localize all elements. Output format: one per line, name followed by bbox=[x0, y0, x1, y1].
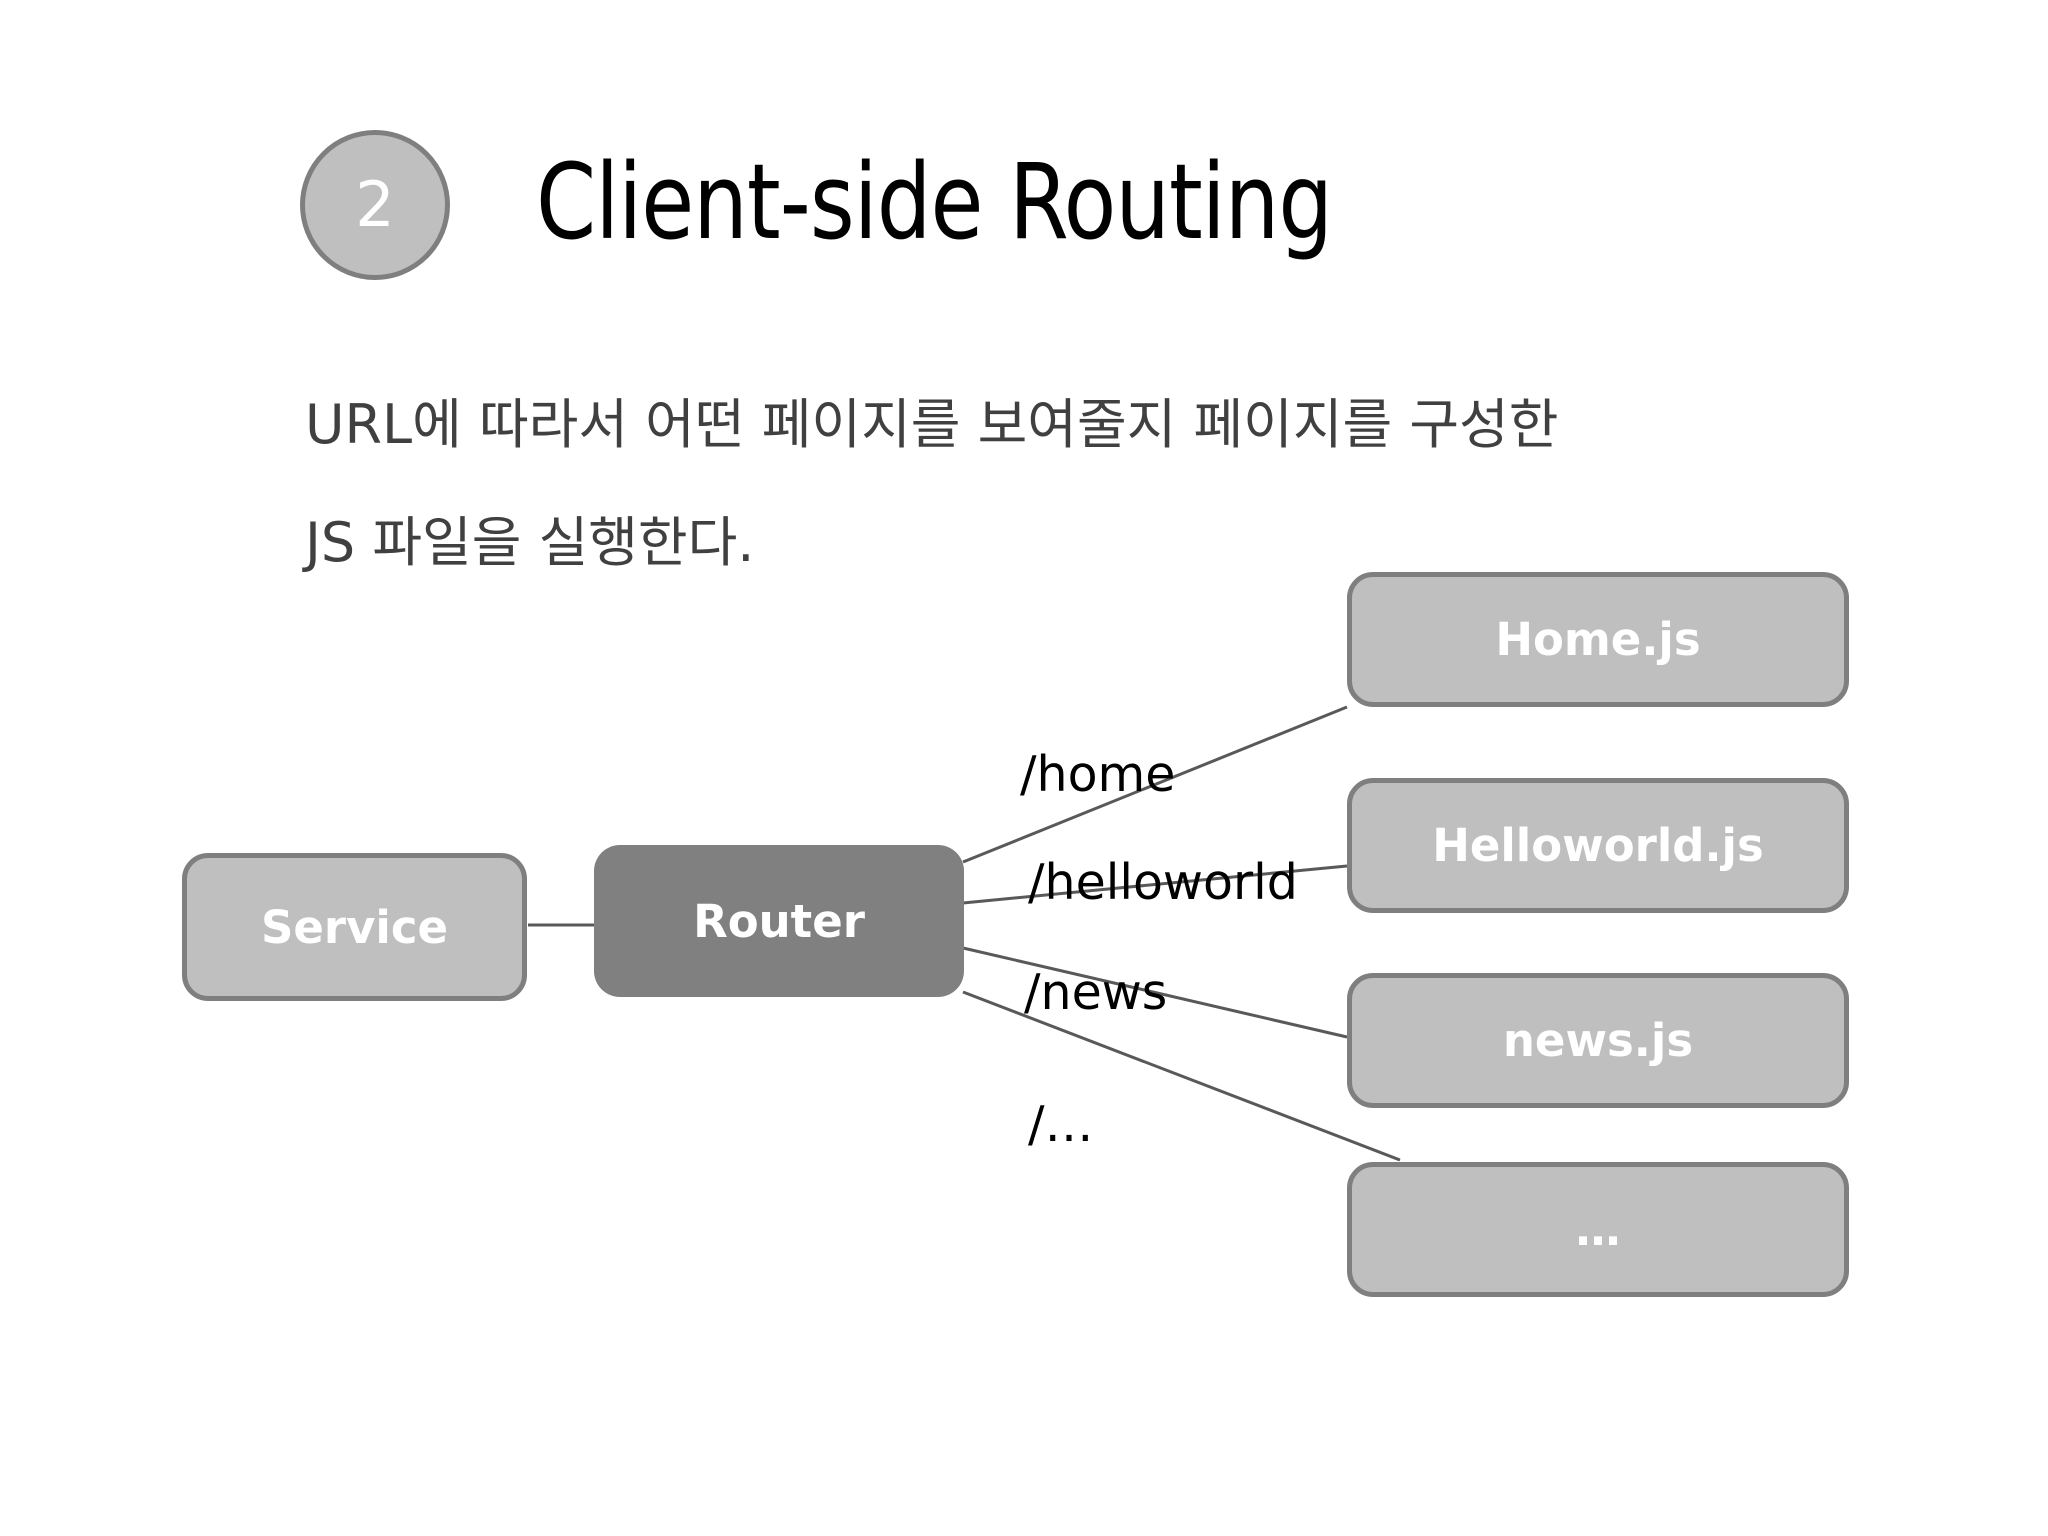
step-number-label: 2 bbox=[355, 168, 395, 241]
node-router[interactable]: Router bbox=[594, 845, 964, 997]
body-line-1: URL에 따라서 어떤 페이지를 보여줄지 페이지를 구성한 bbox=[305, 393, 1559, 456]
node-other[interactable]: … bbox=[1347, 1162, 1849, 1297]
body-paragraph: URL에 따라서 어떤 페이지를 보여줄지 페이지를 구성한 JS 파일을 실행… bbox=[305, 366, 1705, 602]
node-home-js[interactable]: Home.js bbox=[1347, 572, 1849, 707]
edge-label-home: /home bbox=[1020, 746, 1176, 803]
step-number-badge: 2 bbox=[300, 130, 450, 280]
node-helloworld-js-label: Helloworld.js bbox=[1432, 819, 1764, 872]
body-line-2: JS 파일을 실행한다. bbox=[305, 511, 755, 574]
edge-label-other: /… bbox=[1028, 1096, 1094, 1153]
page-title: Client-side Routing bbox=[536, 141, 1333, 263]
connector-router-home bbox=[962, 705, 1348, 864]
node-helloworld-js[interactable]: Helloworld.js bbox=[1347, 778, 1849, 913]
node-service[interactable]: Service bbox=[182, 853, 527, 1001]
node-router-label: Router bbox=[693, 894, 865, 948]
node-news-js[interactable]: news.js bbox=[1347, 973, 1849, 1108]
connector-router-news bbox=[962, 946, 1348, 1039]
connector-router-other bbox=[962, 990, 1401, 1162]
node-service-label: Service bbox=[260, 900, 449, 954]
node-home-js-label: Home.js bbox=[1495, 613, 1701, 666]
edge-label-helloworld: /helloworld bbox=[1028, 854, 1298, 911]
connector-router-helloworld bbox=[962, 864, 1348, 905]
edge-label-news: /news bbox=[1024, 964, 1168, 1021]
node-other-label: … bbox=[1575, 1203, 1621, 1256]
node-news-js-label: news.js bbox=[1502, 1014, 1694, 1067]
